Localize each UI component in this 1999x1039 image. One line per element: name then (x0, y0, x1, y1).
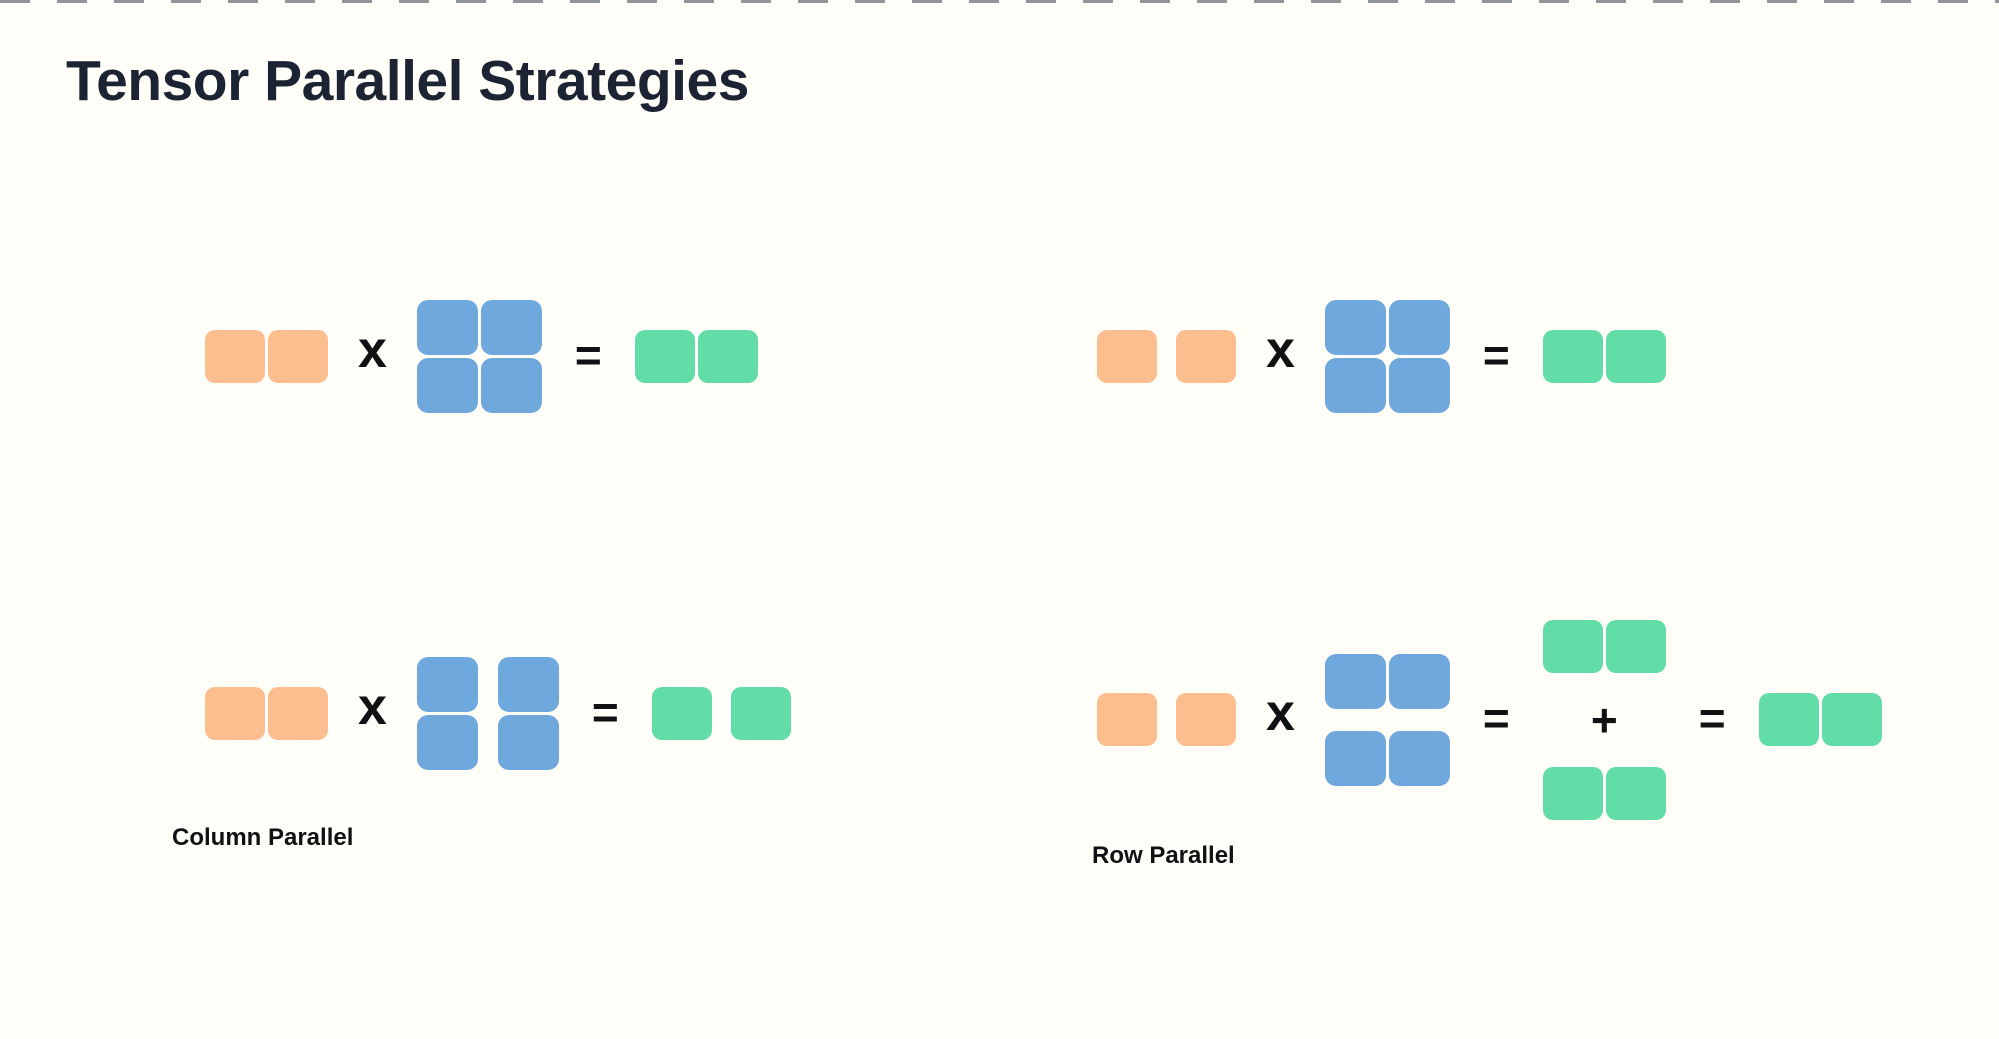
weight-block (480, 358, 542, 413)
output-block (651, 687, 712, 740)
weight-block (1388, 653, 1450, 709)
partial-output-block (1605, 619, 1666, 673)
slide-title: Tensor Parallel Strategies (66, 49, 749, 113)
input-block (205, 687, 265, 740)
column-parallel-label: Column Parallel (172, 824, 354, 851)
diagram-row-parallel: x = + = (1097, 619, 1882, 820)
weight-block (1388, 300, 1450, 355)
input-block (268, 330, 328, 383)
weight-block (1388, 358, 1450, 413)
weight-block (1324, 653, 1386, 709)
input-matrix-split (1097, 330, 1236, 383)
diagram-column-parallel: x = (205, 657, 791, 770)
weight-block (1388, 730, 1450, 786)
multiply-operator: x (1266, 683, 1295, 742)
partial-output-block (1542, 766, 1603, 820)
diagram-baseline-replicated: x = (205, 300, 758, 413)
weight-block (416, 715, 478, 770)
weight-block (416, 300, 478, 355)
weight-block (1324, 358, 1386, 413)
input-block (1176, 693, 1236, 746)
plus-operator: + (1590, 693, 1618, 746)
output-matrix (1758, 693, 1882, 746)
output-block (697, 330, 758, 383)
weight-block (480, 300, 542, 355)
output-block (1605, 330, 1666, 383)
top-dashed-border (0, 0, 1999, 3)
row-parallel-label: Row Parallel (1092, 842, 1235, 869)
multiply-operator: x (358, 677, 387, 736)
equals-operator: = (1482, 691, 1510, 744)
equals-operator: = (591, 685, 619, 738)
weight-block (497, 657, 559, 712)
partial-output-matrix (1542, 619, 1666, 673)
weight-block (1324, 730, 1386, 786)
weight-matrix-column-split (416, 657, 559, 770)
output-block (634, 330, 695, 383)
equals-operator: = (1698, 691, 1726, 744)
output-block (1542, 330, 1603, 383)
equals-operator: = (574, 328, 602, 381)
input-block (1176, 330, 1236, 383)
partial-output-block (1605, 766, 1666, 820)
weight-matrix (1324, 300, 1450, 413)
diagram-baseline-input-split: x = (1097, 300, 1666, 413)
input-block (1097, 330, 1157, 383)
input-block (1097, 693, 1157, 746)
input-matrix (205, 330, 328, 383)
weight-block (416, 657, 478, 712)
output-matrix (1542, 330, 1666, 383)
input-block (205, 330, 265, 383)
input-matrix-split (1097, 693, 1236, 746)
weight-block (497, 715, 559, 770)
multiply-operator: x (1266, 320, 1295, 379)
equals-operator: = (1482, 328, 1510, 381)
input-block (268, 687, 328, 740)
weight-matrix-row-split (1324, 653, 1450, 786)
output-block (1758, 693, 1819, 746)
output-matrix (634, 330, 758, 383)
weight-block (1324, 300, 1386, 355)
output-block (730, 687, 791, 740)
input-matrix (205, 687, 328, 740)
multiply-operator: x (358, 320, 387, 379)
partial-output-matrix (1542, 766, 1666, 820)
output-block (1821, 693, 1882, 746)
partial-outputs-stack: + (1542, 619, 1666, 820)
weight-matrix (416, 300, 542, 413)
output-matrix-split (651, 687, 791, 740)
partial-output-block (1542, 619, 1603, 673)
weight-block (416, 358, 478, 413)
